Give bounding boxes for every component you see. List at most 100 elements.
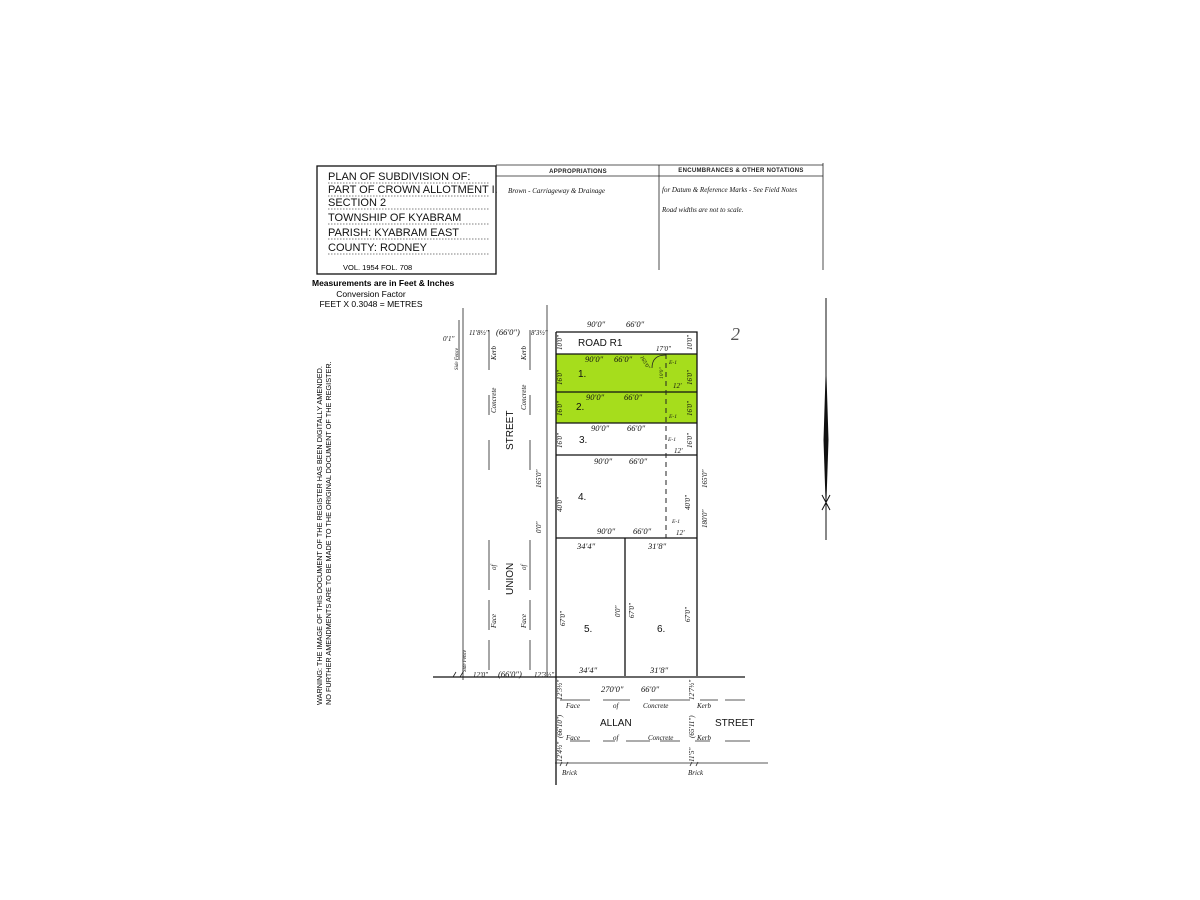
- dim: 90'0": [585, 354, 604, 364]
- dim: 67'0": [628, 603, 636, 618]
- measurements-note: Measurements are in Feet & Inches Conver…: [312, 278, 454, 309]
- title-line: PARISH: KYABRAM EAST: [328, 227, 459, 239]
- appropriations-header: APPROPRIATIONS: [549, 169, 607, 175]
- dim: 16'0": [556, 401, 564, 416]
- lot-label: 5.: [584, 624, 592, 635]
- dim: 90'0": [597, 526, 616, 536]
- kerb-text: Face: [565, 702, 580, 710]
- kerb-text: of: [613, 702, 620, 710]
- lot-2-highlight: [556, 392, 697, 423]
- dim: 90'0": [594, 456, 613, 466]
- lot-4: 4. 90'0" 66'0" 90'0" 66'0" 40'0" 40'0" E…: [556, 456, 692, 537]
- kerb-text: Concrete: [490, 388, 498, 413]
- kerb-text: Side Fence: [455, 347, 460, 370]
- kerb-text: Face: [490, 614, 498, 629]
- lot-5: 5. 34'4" 34'4" 67'0" 0'0": [559, 541, 622, 675]
- lot-1-highlight: [556, 354, 697, 392]
- kerb-labels: Concrete Kerb Concrete Kerb of of Face F…: [455, 346, 712, 778]
- easement-label: E-1: [667, 437, 676, 443]
- dim: 16'0": [556, 370, 564, 385]
- encumbrances-line: Road widths are not to scale.: [661, 206, 744, 214]
- dim: 40'0": [684, 495, 692, 510]
- kerb-text: Side Fence: [463, 649, 468, 672]
- lot-label: 3.: [579, 435, 587, 446]
- dim: 16'0": [686, 370, 694, 385]
- kerb-text: of: [520, 564, 528, 571]
- dim: 90'0": [586, 392, 605, 402]
- easement-label: E-1: [668, 414, 677, 420]
- dim: 11'8½": [469, 329, 489, 337]
- dim: (65'11"): [688, 715, 696, 738]
- warning-line: NO FURTHER AMENDMENTS ARE TO BE MADE TO …: [324, 361, 333, 705]
- warning-line: WARNING: THE IMAGE OF THIS DOCUMENT OF T…: [315, 366, 324, 705]
- dim: 34'4": [578, 665, 598, 675]
- dim: 0'0": [614, 606, 622, 617]
- dim: 180'0": [701, 510, 709, 528]
- kerb-text: Kerb: [696, 734, 712, 742]
- dim: 12'3½": [534, 671, 554, 679]
- lot-2: 2. 90'0" 66'0" 16'0" 16'0" E-1: [556, 392, 694, 420]
- kerb-text: of: [490, 564, 498, 571]
- kerb-text: Face: [565, 734, 580, 742]
- measurements-line: Conversion Factor: [336, 289, 406, 299]
- vol-fol: VOL. 1954 FOL. 708: [343, 263, 412, 272]
- dim: 8'3½": [531, 329, 548, 337]
- title-block: PLAN OF SUBDIVISION OF: PART OF CROWN AL…: [316, 165, 498, 275]
- dim: 16'0": [686, 401, 694, 416]
- measurements-line: FEET X 0.3048 = METRES: [319, 299, 422, 309]
- dim: 10'0": [556, 335, 564, 350]
- encumbrances-line: for Datum & Reference Marks - See Field …: [662, 186, 797, 194]
- dim: 67'0": [684, 607, 692, 622]
- dim: 12': [673, 382, 682, 390]
- kerb-text: Concrete: [648, 734, 673, 742]
- dim: 165'0": [701, 470, 709, 488]
- dim: 66'0": [614, 354, 633, 364]
- dim: 11'5": [688, 748, 696, 762]
- lot-3: 3. 90'0" 66'0" 16'0" 16'0" E-1 12': [556, 423, 694, 455]
- dim: 12'0": [473, 671, 488, 679]
- lot-label: 4.: [578, 492, 586, 503]
- dim: 12'4½": [556, 742, 564, 762]
- title-line: PART OF CROWN ALLOTMENT I.: [328, 184, 498, 196]
- dim: 12': [674, 447, 683, 455]
- kerb-text: of: [613, 734, 620, 742]
- lot-label: 2.: [576, 402, 584, 413]
- dim: 66'0": [627, 423, 646, 433]
- encumbrances-header: ENCUMBRANCES & OTHER NOTATIONS: [678, 168, 803, 174]
- dim: 0'1": [443, 335, 454, 343]
- kerb-text: Kerb: [490, 346, 498, 362]
- allan-street-label: ALLAN: [600, 718, 632, 729]
- kerb-text: Face: [520, 614, 528, 629]
- title-line: TOWNSHIP OF KYABRAM: [328, 212, 461, 224]
- dim: 12'3½": [556, 680, 564, 700]
- dim: 12'7½": [688, 680, 696, 700]
- dim: 10'0": [686, 335, 694, 350]
- dim: (66'0"): [496, 327, 520, 337]
- dim: (66'10"): [556, 714, 564, 738]
- dim: 31'8": [649, 665, 669, 675]
- title-line: SECTION 2: [328, 197, 386, 209]
- dim: 66'0": [624, 392, 643, 402]
- appropriations-text: Brown - Carriageway & Drainage: [508, 187, 605, 195]
- kerb-text: Concrete: [520, 385, 528, 410]
- title-line: PLAN OF SUBDIVISION OF:: [328, 171, 470, 183]
- sheet-number: 2: [731, 324, 740, 344]
- dim: 67'0": [559, 611, 567, 626]
- dim: 270'0": [601, 684, 624, 694]
- easement-label: E-1: [671, 519, 680, 525]
- kerb-text: Kerb: [520, 346, 528, 362]
- dim: 0'0": [535, 522, 543, 533]
- dim: 17'0": [656, 345, 671, 353]
- dim: 66'0": [641, 684, 660, 694]
- measurements-line: Measurements are in Feet & Inches: [312, 278, 454, 288]
- union-street-label: UNION: [505, 563, 516, 595]
- dim: 10'0": [659, 367, 665, 379]
- dim: 90'0": [591, 423, 610, 433]
- dim: 16'0": [686, 433, 694, 448]
- appropriations-panel: APPROPRIATIONS Brown - Carriageway & Dra…: [496, 163, 824, 270]
- kerb-text: Brick: [562, 769, 578, 777]
- kerb-text: Brick: [688, 769, 704, 777]
- lot-label: 6.: [657, 624, 665, 635]
- dim: 90'0": [587, 319, 606, 329]
